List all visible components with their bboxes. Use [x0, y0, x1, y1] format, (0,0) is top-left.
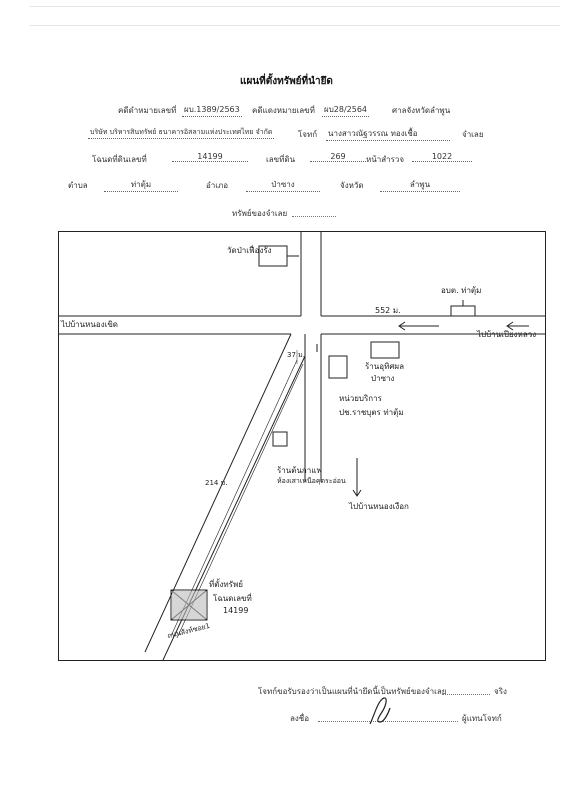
sao-label: อบต. ท่าตุ้ม [441, 286, 482, 295]
district-label: อำเภอ [206, 181, 229, 190]
shop-marker [370, 341, 400, 359]
property-label: ทรัพย์ของจำเลย [232, 209, 288, 218]
property-box [170, 589, 208, 621]
certify-text: โจทก์ขอรับรองว่าเป็นแผนที่นำยึดนี้เป็นทร… [258, 687, 447, 696]
scan-edge-line [30, 25, 560, 26]
plaintiff-value: บริษัท บริหารสินทรัพย์ ธนาคารอิสลามแห่งป… [88, 127, 275, 139]
certify-dotted-line [442, 694, 490, 695]
province-value: ลำพูน [380, 178, 460, 192]
sign-label: ลงชื่อ [290, 714, 310, 723]
defendant-value: นางสาวณัฐวรรณ ทองเชื้อ [326, 127, 450, 141]
shop-label: ร้านอุทิศผล [365, 362, 405, 371]
location-map: วัดป่าเฟื่องรัง อบต. ท่าตุ้ม 552 ม. ไปบ้… [58, 231, 546, 661]
subdistrict-value: ท่าตุ้ม [104, 178, 178, 192]
map-drawing [59, 232, 545, 660]
property-deed-number: 14199 [223, 606, 249, 615]
office-label-2: ปช.ราชบุตร ท่าตุ้ม [339, 408, 404, 417]
distance-214-label: 214 ม. [205, 479, 228, 487]
to-piang-luang-label: ไปบ้านเปียงหลวง [477, 330, 537, 339]
case-red-label: คดีแดงหมายเลขที่ [252, 106, 315, 115]
deed-value: 14199 [172, 152, 248, 162]
plaintiff-label: โจทก์ [298, 130, 318, 139]
to-nong-khoet-label: ไปบ้านหนองเขิด [61, 320, 118, 329]
scan-edge-line [30, 6, 560, 7]
defendant-label: จำเลย [462, 130, 484, 139]
arrow-far-right-head [506, 321, 514, 331]
case-black-label: คดีดำหมายเลขที่ [118, 106, 177, 115]
district-value: ป่าซาง [246, 178, 320, 192]
signature-line [318, 721, 458, 722]
property-deed-label: โฉนดเลขที่ [213, 594, 252, 603]
case-red-value: ผบ28/2564 [322, 103, 369, 117]
subdistrict-label: ตำบล [68, 181, 88, 190]
arrow-down-head [352, 489, 362, 497]
office-marker [328, 355, 348, 379]
shop-label-2: ป่าซาง [371, 374, 395, 383]
land-no-value: 269 [310, 152, 366, 162]
distance-552-label: 552 ม. [375, 306, 401, 315]
to-nong-ngueak-label: ไปบ้านหนองเงือก [349, 502, 409, 511]
distance-37-label: 37 ม. [287, 351, 305, 359]
sign-role: ผู้แทนโจทก์ [462, 714, 502, 723]
office-label: หน่วยบริการ [339, 394, 382, 403]
province-label: จังหวัด [340, 181, 364, 190]
cafe-label: ร้านต้นกาแฟ [277, 466, 323, 475]
deed-label: โฉนดที่ดินเลขที่ [92, 155, 147, 164]
survey-value: 1022 [412, 152, 472, 162]
property-location-label: ที่ตั้งทรัพย์ [209, 580, 243, 589]
sao-marker [450, 305, 476, 317]
property-dotted-line [292, 216, 336, 217]
survey-label: หน้าสำรวจ [366, 155, 405, 164]
land-no-label: เลขที่ดิน [266, 155, 296, 164]
page-title: แผนที่ตั้งทรัพย์ที่นำยึด [240, 76, 333, 87]
certify-end: จริง [494, 687, 507, 696]
temple-label: วัดป่าเฟื่องรัง [227, 246, 272, 255]
cafe-marker [272, 431, 288, 447]
arrow-right-head [398, 321, 406, 331]
court-name: ศาลจังหวัดลำพูน [392, 106, 451, 115]
signature [369, 697, 391, 725]
cafe-label-2: ห้องเสาเหนือคุดระอ่อน [277, 477, 346, 485]
case-black-value: ผบ.1389/2563 [182, 103, 242, 117]
property-fill [172, 591, 206, 619]
soi-left-edge [144, 333, 292, 653]
